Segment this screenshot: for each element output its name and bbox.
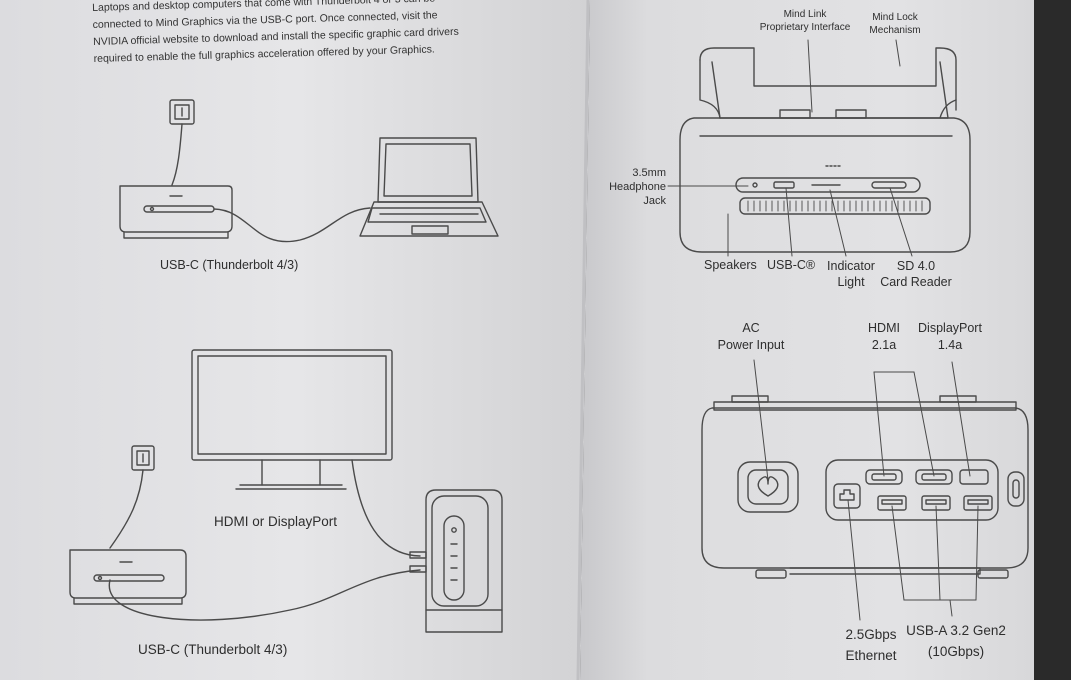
page-fold <box>576 0 590 680</box>
headphone-jack-label: 3.5mm Headphone Jack <box>596 166 666 208</box>
laptop <box>359 137 499 237</box>
usbc-label: USB-C® <box>767 258 816 272</box>
power-cable-top <box>171 123 183 186</box>
mind-lock-line-2: Mechanism <box>869 25 921 36</box>
speakers-label: Speakers <box>704 258 757 272</box>
mind-link-line-1: Mind Link <box>783 9 827 20</box>
headphone-line-1: 3.5mm <box>632 167 666 179</box>
indicator-light-label: Indicator Light <box>822 258 880 290</box>
front-view-device <box>679 47 971 253</box>
mind-lock-label: Mind Lock Mechanism <box>862 11 928 37</box>
indicator-line-2: Light <box>837 275 865 289</box>
sd-line-2: Card Reader <box>880 275 952 289</box>
ac-line-2: Power Input <box>717 338 785 352</box>
mind-link-label: Mind Link Proprietary Interface <box>752 8 858 34</box>
headphone-line-2: Headphone <box>609 181 666 193</box>
headphone-line-3: Jack <box>643 195 666 207</box>
usba-line-2: (10Gbps) <box>927 644 985 659</box>
video-cable <box>351 459 421 557</box>
monitor <box>191 349 393 490</box>
front-leader-lines <box>667 39 913 257</box>
usba-line-1: USB-A 3.2 Gen2 <box>906 623 1006 638</box>
mind-link-line-2: Proprietary Interface <box>759 22 851 33</box>
sd-card-reader-label: SD 4.0 Card Reader <box>880 258 952 290</box>
usbc-cable-top <box>213 207 371 243</box>
right-page <box>580 0 1034 680</box>
left-page <box>0 0 590 680</box>
hdmi-line-1: HDMI <box>868 321 900 335</box>
bottom-usbc-label: USB-C (Thunderbolt 4/3) <box>138 642 288 657</box>
top-usbc-label: USB-C (Thunderbolt 4/3) <box>160 258 299 272</box>
dp-line-1: DisplayPort <box>918 321 982 335</box>
usb-a-label: USB-A 3.2 Gen2 (10Gbps) <box>904 620 1008 662</box>
page-edge-shadow <box>1034 0 1071 680</box>
hdmi-line-2: 2.1a <box>871 338 897 352</box>
usbc-cable-bottom <box>108 569 421 621</box>
dp-line-2: 1.4a <box>937 338 963 352</box>
dock-bottom <box>69 549 187 605</box>
rear-view-device <box>701 395 1029 579</box>
indicator-line-1: Indicator <box>827 259 875 273</box>
sd-line-1: SD 4.0 <box>896 259 936 273</box>
hdmi-label: HDMI 2.1a <box>858 320 910 354</box>
rear-leader-lines <box>753 359 979 621</box>
eth-line-2: Ethernet <box>845 648 897 663</box>
power-cable-bottom <box>109 469 144 549</box>
ac-line-1: AC <box>742 321 760 335</box>
graphics-box <box>409 489 503 633</box>
speaker-grille <box>747 200 923 212</box>
ethernet-label: 2.5Gbps Ethernet <box>836 624 906 666</box>
mind-lock-line-1: Mind Lock <box>872 12 918 23</box>
ac-power-label: AC Power Input <box>706 320 796 354</box>
video-cable-label: HDMI or DisplayPort <box>214 514 338 529</box>
displayport-label: DisplayPort 1.4a <box>908 320 992 354</box>
eth-line-1: 2.5Gbps <box>845 627 897 642</box>
